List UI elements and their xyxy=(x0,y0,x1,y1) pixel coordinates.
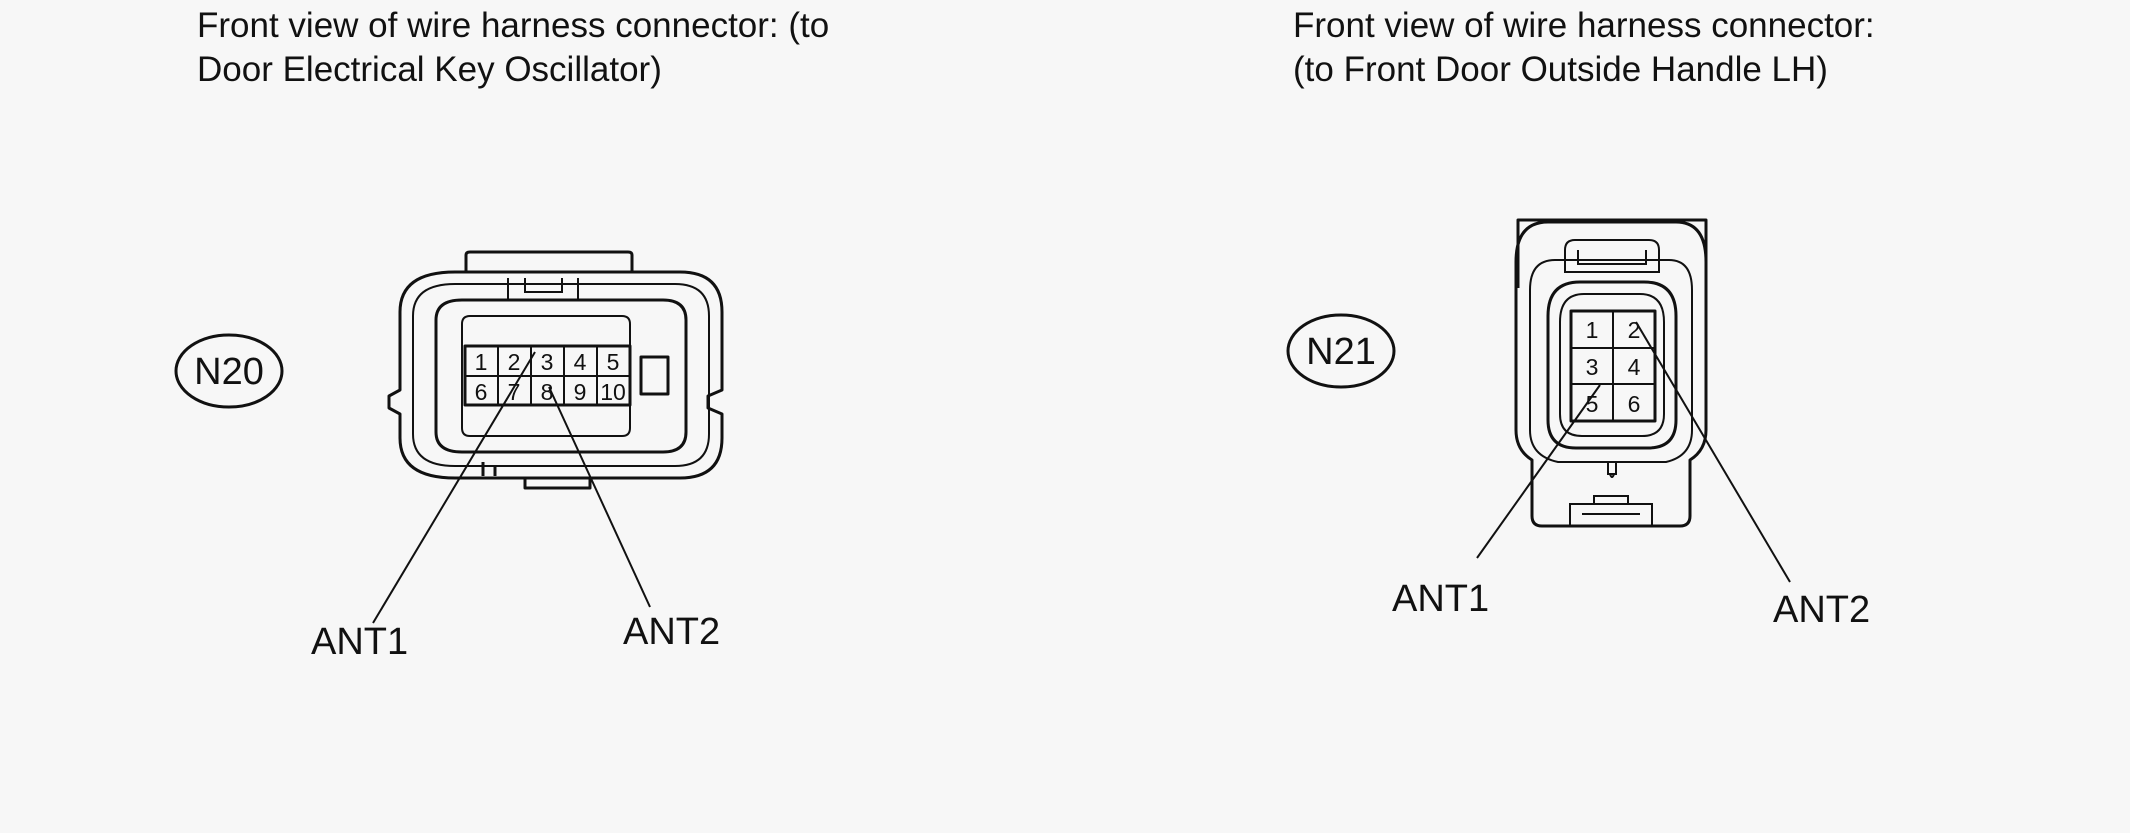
left-title-line1: Front view of wire harness connector: (t… xyxy=(197,6,829,45)
right-pin-4: 4 xyxy=(1628,354,1641,380)
right-connector-housing xyxy=(1514,218,1708,528)
right-connector-code-badge: N21 xyxy=(1286,313,1396,389)
left-connector-code: N20 xyxy=(194,351,264,393)
left-title-line2: Door Electrical Key Oscillator) xyxy=(197,50,662,89)
left-connector-group: Front view of wire harness connector: (t… xyxy=(174,6,829,663)
right-connector-code: N21 xyxy=(1306,331,1376,373)
left-pin-4: 4 xyxy=(574,349,587,375)
left-pin-8: 8 xyxy=(541,379,554,405)
right-ant2-leader xyxy=(1635,321,1791,583)
right-pin-2: 2 xyxy=(1628,317,1641,343)
right-label-ant2: ANT2 xyxy=(1773,589,1870,631)
left-ant1-leader xyxy=(372,351,536,624)
left-pin-5: 5 xyxy=(607,349,620,375)
left-pin-9: 9 xyxy=(574,379,587,405)
left-ant2-leader xyxy=(548,386,651,608)
left-pin-3: 3 xyxy=(541,349,554,375)
right-ant1-leader xyxy=(1476,384,1601,559)
left-connector-housing xyxy=(387,250,724,490)
left-pin-2: 2 xyxy=(508,349,521,375)
right-pin-3: 3 xyxy=(1586,354,1599,380)
left-pin-10: 10 xyxy=(600,379,626,405)
right-pin-grid: 1 2 3 4 5 6 xyxy=(1569,309,1657,423)
right-title-line1: Front view of wire harness connector: xyxy=(1293,6,1875,45)
right-label-ant1: ANT1 xyxy=(1392,578,1489,620)
right-pin-1: 1 xyxy=(1586,317,1599,343)
left-label-ant1: ANT1 xyxy=(311,621,408,663)
left-pin-6: 6 xyxy=(475,379,488,405)
right-pin-5: 5 xyxy=(1586,391,1599,417)
left-pin-7: 7 xyxy=(508,379,521,405)
right-connector-group: Front view of wire harness connector: (t… xyxy=(1286,6,1875,631)
right-title-line2: (to Front Door Outside Handle LH) xyxy=(1293,50,1828,89)
left-connector-code-badge: N20 xyxy=(174,333,284,409)
left-label-ant2: ANT2 xyxy=(623,611,720,653)
right-pin-6: 6 xyxy=(1628,391,1641,417)
left-pin-grid: 1 2 3 4 5 6 7 8 9 10 xyxy=(463,344,632,407)
left-pin-1: 1 xyxy=(475,349,488,375)
